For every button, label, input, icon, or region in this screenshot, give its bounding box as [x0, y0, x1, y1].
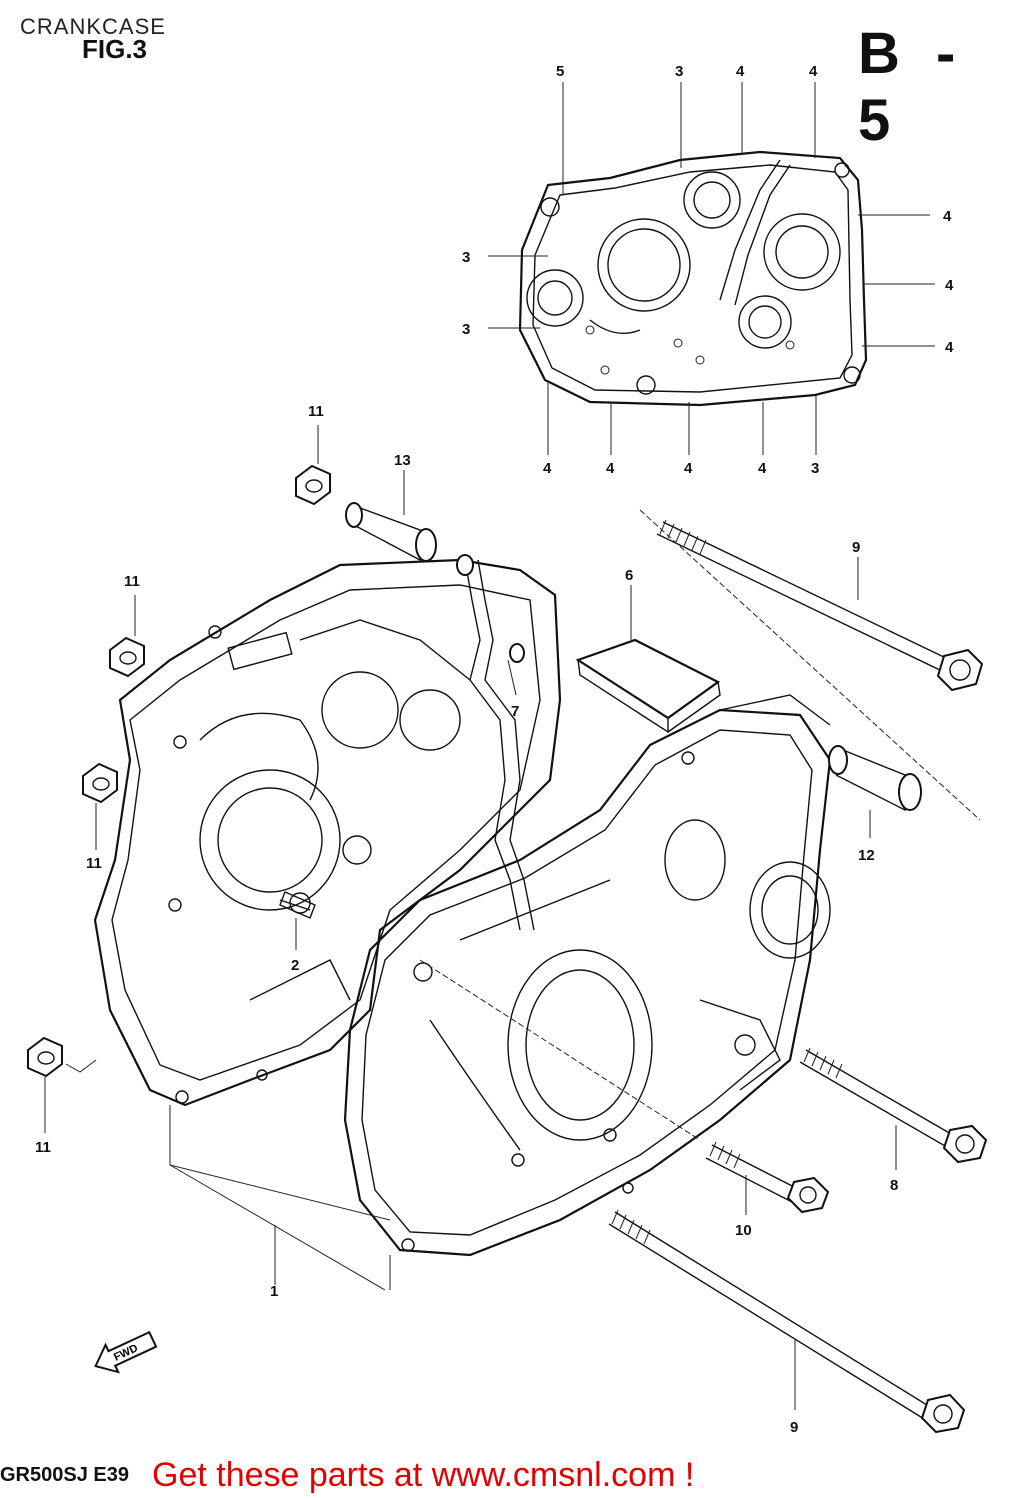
crankcase-left-half	[93, 558, 562, 1107]
nut-11-left-lower	[27, 1036, 97, 1133]
callout-11-left-mid: 11	[86, 855, 102, 872]
page-id: B - 5	[858, 21, 966, 153]
diagram-title: CRANKCASE	[20, 14, 166, 39]
callout-4-right-3: 4	[945, 339, 954, 356]
part-7-leader	[507, 659, 517, 696]
callout-7: 7	[511, 703, 519, 720]
callout-3-left-2: 3	[462, 321, 470, 338]
callout-4-right-2: 4	[945, 277, 954, 294]
callout-3-top: 3	[675, 63, 683, 80]
callout-9-upper: 9	[852, 539, 860, 556]
nut-11-left-mid	[82, 762, 118, 850]
bolt-8	[799, 1047, 988, 1170]
callout-4-bottom-2: 4	[606, 460, 615, 477]
nut-11-left-upper	[109, 595, 145, 678]
long-bolt-9-upper	[656, 519, 984, 692]
callout-6: 6	[625, 567, 633, 584]
callout-4-top-a: 4	[736, 63, 745, 80]
callout-1: 1	[270, 1283, 278, 1300]
callout-4-bottom-1: 4	[543, 460, 552, 477]
long-bolt-9-lower	[608, 1209, 966, 1434]
callout-5: 5	[556, 63, 564, 80]
collar-13	[345, 470, 437, 562]
gasket-leader-lines	[488, 82, 935, 455]
callout-4-bottom-4: 4	[758, 460, 767, 477]
callout-11-top: 11	[308, 403, 324, 420]
bolt-10	[705, 1141, 830, 1215]
callout-8: 8	[890, 1177, 898, 1194]
part-6-plate	[575, 585, 721, 734]
callout-11-left-lower: 11	[35, 1139, 51, 1156]
callout-4-bottom-3: 4	[684, 460, 693, 477]
callout-labels: 5 3 4 4 4 4 4 3 3 4 4 4 4 3 11 13 9 6 11…	[35, 63, 954, 1436]
callout-2: 2	[291, 957, 299, 974]
dowel-2	[279, 891, 316, 950]
model-code: GR500SJ E39	[0, 1464, 129, 1486]
callout-9-lower: 9	[790, 1419, 798, 1436]
callout-13: 13	[394, 452, 411, 469]
callout-11-left-upper: 11	[124, 573, 140, 590]
forward-arrow-icon: FWD	[94, 1330, 158, 1374]
nut-11-top	[295, 425, 331, 506]
callout-4-right-1: 4	[943, 208, 952, 225]
parts-link[interactable]: Get these parts at www.cmsnl.com !	[152, 1456, 695, 1494]
callout-10: 10	[735, 1222, 752, 1239]
assembly-guide-lines	[419, 509, 981, 1141]
part-1-bracket	[169, 1105, 391, 1291]
callout-12: 12	[858, 847, 875, 864]
crankcase-gasket	[518, 150, 868, 407]
crankcase-right-half	[343, 694, 832, 1257]
callout-3-left-1: 3	[462, 249, 470, 266]
breather-pipe	[456, 554, 535, 931]
callout-3-bottom: 3	[811, 460, 819, 477]
sleeve-12	[828, 745, 922, 838]
callout-4-top-b: 4	[809, 63, 818, 80]
figure-number: FIG.3	[82, 34, 148, 64]
